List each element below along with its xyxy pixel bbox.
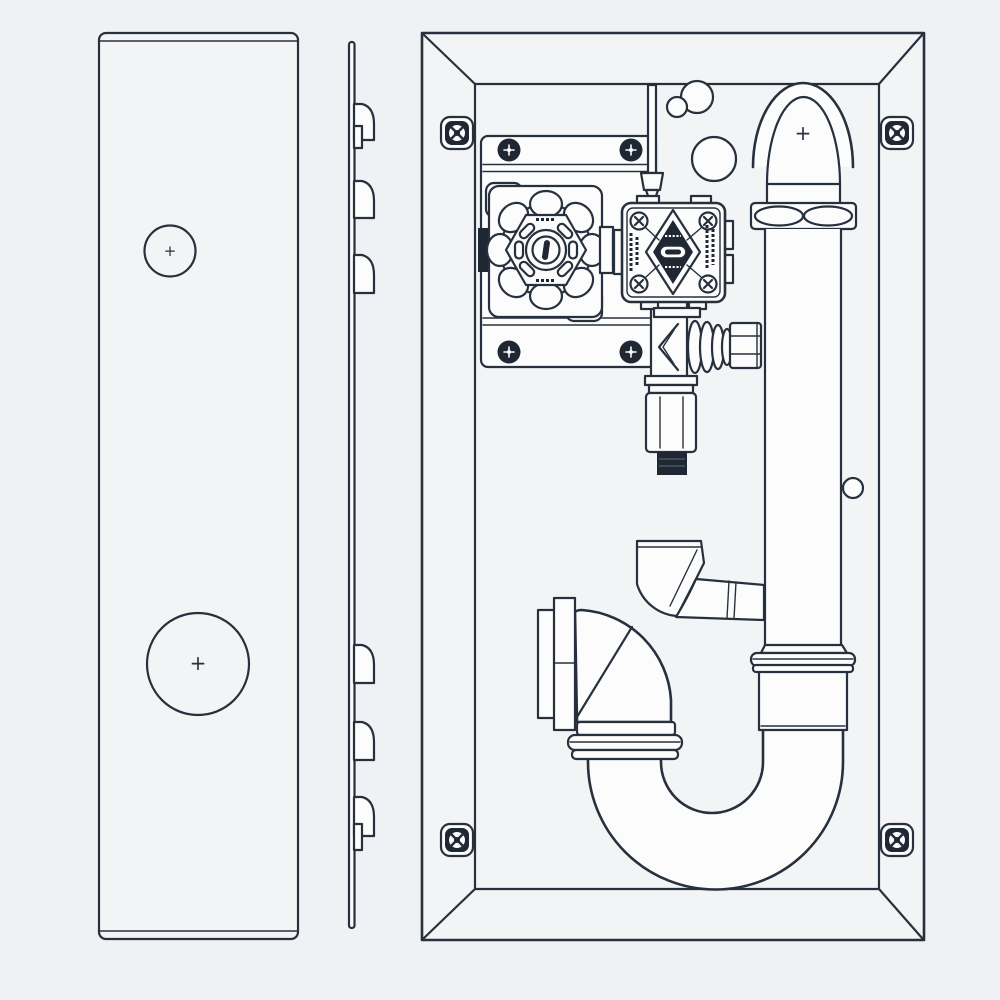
waste-elbow: [635, 539, 706, 618]
plate-bottom-tab: [652, 306, 702, 319]
trap-inlet-flange-top: [759, 643, 849, 655]
plate-corner-screw-icon: [629, 274, 649, 294]
trap-u-bend: [586, 726, 845, 891]
waste-elbow-seam: [669, 549, 698, 607]
knockout-hole: [690, 135, 738, 183]
slip-nut-upper-band: [575, 720, 677, 737]
adapter-hex-body: [644, 391, 698, 454]
plate-corner-screw-icon: [698, 274, 718, 294]
bracket-screw-icon: [497, 340, 521, 364]
diamond-emblem-outline: [644, 208, 702, 296]
wall-flange-inner: [552, 596, 577, 732]
back-panel-holes: [665, 79, 865, 500]
slip-nut-lower-band: [570, 748, 680, 761]
cover-plate-front-view: + +: [97, 31, 300, 941]
emblem-slot-core: [665, 249, 681, 255]
riser-pipe-body: [765, 229, 841, 645]
valve-handwheel: [485, 189, 607, 311]
bracket-screw-icon: [497, 138, 521, 162]
lower-hole-center-mark: +: [190, 651, 207, 675]
supply-riser: +: [749, 81, 858, 647]
elbow-seam: [575, 625, 634, 719]
upper-hole-center-mark: +: [164, 242, 177, 260]
waste-arm-pipe: [674, 577, 766, 622]
trap-inlet-cup: [757, 669, 849, 732]
compression-sleeve: [657, 322, 680, 372]
coupling-nut-flat: [753, 205, 805, 227]
plate-corner-screw-icon: [629, 211, 649, 231]
bracket-screws: [497, 138, 643, 364]
valve-stem-block: [598, 225, 615, 275]
corner-screws: [439, 115, 915, 858]
lower-access-hole: [145, 611, 251, 717]
bevel-top-left: [422, 33, 477, 86]
plate-corner-screw-icon: [698, 211, 718, 231]
valve-assembly: [478, 83, 763, 475]
valve-body-plate: [612, 194, 735, 319]
clip-latch-notch: [352, 822, 364, 852]
corner-screw-icon: [439, 115, 475, 151]
stem-collar: [639, 171, 665, 192]
mounting-clip: [352, 720, 376, 762]
bevel-bottom-left: [422, 887, 477, 940]
plate-profile: [347, 40, 356, 930]
hub-screw-slot: [542, 240, 550, 260]
mounting-clip: [352, 643, 376, 685]
corner-screw-icon: [879, 115, 915, 151]
handwheel-lobes: [485, 189, 607, 311]
clip-latch-notch: [352, 124, 364, 150]
corner-screw-icon: [439, 822, 475, 858]
upper-access-hole: [143, 224, 197, 278]
bevel-top-right: [877, 33, 924, 86]
handwheel-hub-ring: [531, 235, 561, 265]
bracket-screw-icon: [619, 138, 643, 162]
coupling-nut-flat: [802, 205, 854, 227]
threaded-adapter: [643, 374, 699, 475]
cover-plate-outline: [97, 31, 300, 941]
compression-outlet: [657, 319, 763, 375]
threaded-nipple: [657, 452, 687, 475]
bracket-screw-icon: [619, 340, 643, 364]
adapter-flange: [643, 374, 699, 387]
bracket-side-tab: [478, 228, 488, 272]
adapter-flange: [647, 383, 695, 395]
bevel-bottom-right: [877, 887, 924, 940]
stem-rod: [646, 83, 658, 175]
trap-inlet-flange-lower: [751, 663, 855, 674]
p-trap-assembly: [536, 539, 857, 891]
handwheel-spoke-slots: [513, 222, 579, 278]
corner-screw-icon: [879, 822, 915, 858]
box-assembly-front-view: +: [420, 31, 926, 942]
knockout-hole: [841, 476, 865, 500]
knockout-hole: [665, 95, 689, 119]
mounting-clip: [352, 253, 376, 295]
outlet-hex-nut: [728, 321, 763, 370]
plate-inner-line: [626, 207, 721, 298]
cover-plate-side-view: [347, 40, 376, 930]
riser-center-mark: +: [795, 121, 812, 145]
riser-bend-inner: [765, 95, 842, 186]
drain-elbow: [573, 608, 673, 724]
wall-flange-outer: [536, 608, 557, 720]
mounting-clip: [352, 179, 376, 220]
